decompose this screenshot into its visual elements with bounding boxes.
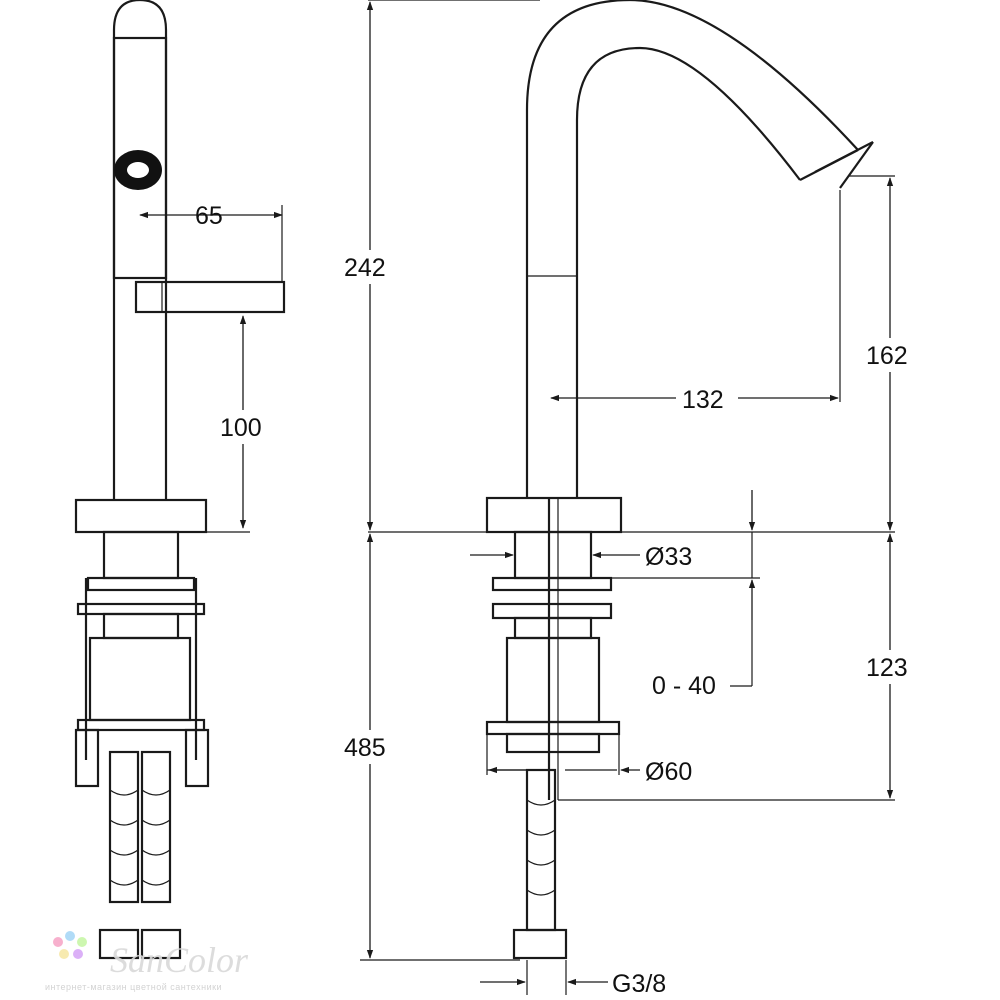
dim-100 xyxy=(206,315,270,533)
watermark-brand: SanColor xyxy=(110,940,249,980)
dim-162 xyxy=(848,175,922,531)
side-spout-body xyxy=(112,0,168,500)
label-132: 132 xyxy=(682,386,724,414)
side-mixer-body xyxy=(112,36,168,280)
label-162: 162 xyxy=(866,342,908,370)
label-d33: Ø33 xyxy=(645,543,692,571)
label-65: 65 xyxy=(195,202,223,230)
dim-132 xyxy=(550,190,841,414)
side-lever xyxy=(134,280,286,314)
dim-d60 xyxy=(486,734,640,775)
watermark-logo: SanColor интернет-магазин цветной сантех… xyxy=(45,931,249,992)
label-g38: G3/8 xyxy=(612,970,666,998)
label-485: 485 xyxy=(344,734,386,762)
front-base xyxy=(485,496,623,534)
front-spout-outer xyxy=(525,0,859,498)
front-view xyxy=(485,0,874,960)
watermark-tagline: интернет-магазин цветной сантехники xyxy=(45,982,222,992)
front-spout-inner xyxy=(575,46,801,498)
side-view xyxy=(74,0,286,960)
label-100: 100 xyxy=(220,414,262,442)
dim-485 xyxy=(340,533,520,961)
label-123: 123 xyxy=(866,654,908,682)
dim-0-40 xyxy=(611,490,760,687)
label-242: 242 xyxy=(344,254,386,282)
dim-123 xyxy=(558,533,922,801)
label-d60: Ø60 xyxy=(645,758,692,786)
side-base xyxy=(74,498,208,534)
dim-65 xyxy=(139,205,283,282)
label-0-40: 0 - 40 xyxy=(652,672,716,700)
dim-g38 xyxy=(480,960,608,995)
dim-242 xyxy=(340,1,400,531)
